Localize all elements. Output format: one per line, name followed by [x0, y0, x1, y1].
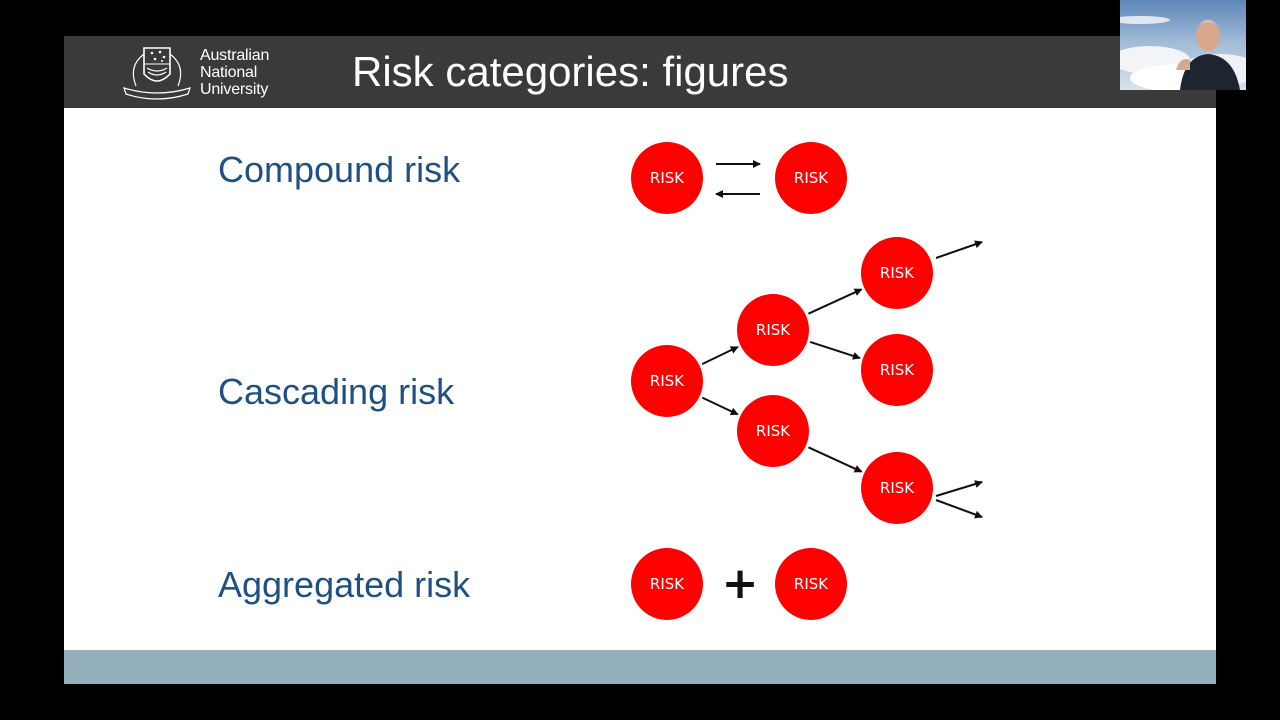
- cascade-arrow-out-0: [935, 240, 983, 259]
- cascade-arrow-out-2: [935, 499, 983, 519]
- risk-node-circle: [861, 334, 933, 406]
- risk-node-circle: [861, 452, 933, 524]
- risk-node-c2: RISK: [775, 142, 847, 214]
- risk-node-label: RISK: [880, 361, 915, 379]
- risk-node-label: RISK: [756, 321, 791, 339]
- risk-node-label: RISK: [650, 372, 685, 390]
- aggregate-plus-sign: +: [722, 558, 759, 609]
- risk-node-b: RISK: [737, 294, 809, 366]
- risk-node-f: RISK: [861, 452, 933, 524]
- cascade-arrow-out-1: [935, 480, 983, 497]
- label-compound-risk: Compound risk: [218, 149, 461, 190]
- risk-node-label: RISK: [880, 264, 915, 282]
- risk-node-d: RISK: [861, 237, 933, 309]
- cascade-arrow-c-f: [808, 446, 863, 473]
- risk-node-circle: [737, 395, 809, 467]
- risk-node-g1: RISK: [631, 548, 703, 620]
- webcam-thumbnail: [1120, 0, 1246, 90]
- logo-line-3: University: [200, 81, 269, 98]
- slide-title: Risk categories: figures: [352, 48, 789, 95]
- risk-node-label: RISK: [650, 169, 685, 187]
- risk-node-c1: RISK: [631, 142, 703, 214]
- risk-node-label: RISK: [756, 422, 791, 440]
- slide-header: Australian National University Risk cate…: [64, 36, 1216, 108]
- risk-node-circle: [861, 237, 933, 309]
- presenter-video-icon: [1120, 0, 1246, 90]
- risk-node-e: RISK: [861, 334, 933, 406]
- cascade-arrow-a-c: [701, 396, 739, 416]
- risk-node-circle: [775, 548, 847, 620]
- cascade-arrow-b-e: [809, 341, 861, 360]
- risk-node-label: RISK: [794, 575, 829, 593]
- label-aggregated-risk: Aggregated risk: [218, 564, 471, 605]
- risk-node-g2: RISK: [775, 548, 847, 620]
- cascade-arrow-a-b: [701, 346, 739, 365]
- logo-line-2: National: [200, 64, 258, 81]
- anu-logo: Australian National University: [122, 44, 282, 102]
- risk-node-a: RISK: [631, 345, 703, 417]
- risk-node-circle: [775, 142, 847, 214]
- anu-crest-icon: [123, 47, 191, 100]
- slide: Australian National University Risk cate…: [64, 36, 1216, 684]
- logo-line-1: Australian: [200, 47, 270, 64]
- label-cascading-risk: Cascading risk: [218, 371, 455, 412]
- anu-logo-text: Australian National University: [200, 47, 269, 98]
- risk-diagram: RISK RISK RISK RISK RISK RISK RISK RISK RISK RISK…: [631, 142, 983, 620]
- risk-node-label: RISK: [880, 479, 915, 497]
- risk-node-circle: [631, 142, 703, 214]
- footer-band: [64, 650, 1216, 684]
- risk-node-label: RISK: [794, 169, 829, 187]
- risk-node-circle: [631, 345, 703, 417]
- risk-node-circle: [631, 548, 703, 620]
- cascade-arrow-b-d: [808, 288, 863, 315]
- risk-node-label: RISK: [650, 575, 685, 593]
- risk-node-c: RISK: [737, 395, 809, 467]
- risk-node-circle: [737, 294, 809, 366]
